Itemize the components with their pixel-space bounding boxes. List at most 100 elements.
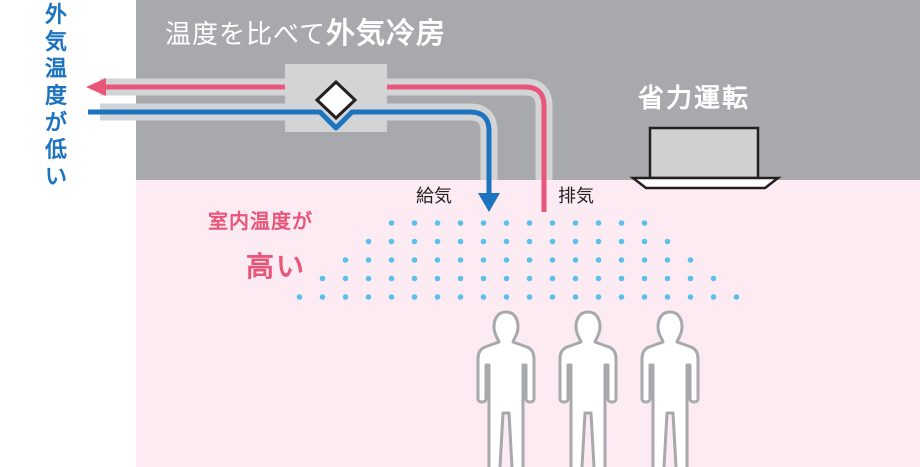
airflow-dot xyxy=(618,294,625,300)
airflow-dot xyxy=(595,238,602,245)
exhaust-label: 排気 xyxy=(558,186,594,207)
person-icon xyxy=(558,310,618,467)
heat-exchanger-icon xyxy=(285,64,387,132)
airflow-dot xyxy=(549,220,556,226)
airflow-dots-icon xyxy=(296,220,740,300)
airflow-dot xyxy=(365,275,372,282)
airflow-dot xyxy=(388,275,395,282)
airflow-dot xyxy=(411,220,418,226)
airflow-dot xyxy=(480,294,487,300)
airflow-dot xyxy=(480,220,487,226)
indoor-label-line2: 高い xyxy=(246,250,307,283)
airflow-dot xyxy=(319,294,326,300)
airflow-dot xyxy=(526,238,533,245)
airflow-dot xyxy=(595,294,602,300)
airflow-dot xyxy=(457,294,464,300)
airflow-dot xyxy=(526,220,533,226)
airflow-dot xyxy=(365,238,372,245)
airflow-dot xyxy=(411,275,418,282)
airflow-dot xyxy=(411,238,418,245)
person-icon xyxy=(476,310,536,467)
airflow-dot xyxy=(480,238,487,245)
airflow-dot xyxy=(319,275,326,282)
airflow-dot xyxy=(710,275,717,282)
ceiling-ac-unit-icon xyxy=(629,126,782,190)
airflow-dot xyxy=(549,294,556,300)
airflow-dot xyxy=(572,220,579,226)
airflow-dot xyxy=(664,275,671,282)
airflow-dot xyxy=(342,257,349,263)
airflow-dot xyxy=(618,257,625,263)
airflow-dot xyxy=(480,257,487,263)
airflow-dot xyxy=(641,220,648,226)
airflow-dot xyxy=(664,257,671,263)
airflow-dot xyxy=(434,257,441,263)
airflow-dot xyxy=(503,275,510,282)
airflow-dot xyxy=(618,220,625,226)
airflow-dot xyxy=(572,275,579,282)
airflow-dot xyxy=(503,238,510,245)
airflow-dot xyxy=(618,275,625,282)
airflow-dot xyxy=(595,257,602,263)
airflow-dot xyxy=(457,275,464,282)
airflow-dot xyxy=(434,238,441,245)
airflow-dot xyxy=(388,220,395,226)
airflow-dot xyxy=(457,220,464,226)
exhaust-arrow-head xyxy=(86,78,106,96)
airflow-dot xyxy=(526,294,533,300)
people-group xyxy=(476,310,700,467)
airflow-dot xyxy=(342,294,349,300)
airflow-dot xyxy=(388,257,395,263)
airflow-dot xyxy=(365,294,372,300)
title-lead: 温度を比べて xyxy=(165,20,326,50)
airflow-dot xyxy=(526,257,533,263)
airflow-dot xyxy=(595,275,602,282)
unit-label: 省力運転 xyxy=(638,84,751,114)
airflow-dot xyxy=(434,275,441,282)
supply-airflow-line xyxy=(88,109,492,195)
airflow-dot xyxy=(434,294,441,300)
room-space xyxy=(136,180,920,467)
airflow-dot xyxy=(365,257,372,263)
airflow-dot xyxy=(296,294,303,300)
airflow-dot xyxy=(549,238,556,245)
airflow-dot xyxy=(664,238,671,245)
airflow-dot xyxy=(641,275,648,282)
person-icon xyxy=(640,310,700,467)
airflow-dot xyxy=(572,238,579,245)
airflow-dot xyxy=(572,294,579,300)
airflow-dot xyxy=(687,257,694,263)
airflow-dot xyxy=(457,257,464,263)
airflow-dot xyxy=(526,275,533,282)
airflow-dot xyxy=(710,294,717,300)
airflow-dot xyxy=(595,220,602,226)
airflow-dot xyxy=(572,257,579,263)
airflow-dot xyxy=(664,294,671,300)
airflow-dot xyxy=(549,257,556,263)
airflow-dot xyxy=(733,294,740,300)
airflow-dot xyxy=(641,257,648,263)
airflow-dot xyxy=(641,238,648,245)
airflow-dot xyxy=(434,220,441,226)
airflow-dot xyxy=(411,294,418,300)
indoor-label-line1: 室内温度が xyxy=(208,209,313,233)
supply-arrow-head xyxy=(478,193,500,212)
airflow-dot xyxy=(457,238,464,245)
title-strong: 外気冷房 xyxy=(325,16,446,50)
outdoor-label: 外気温度が低い xyxy=(44,2,67,190)
airflow-dot xyxy=(641,294,648,300)
airflow-dot xyxy=(503,220,510,226)
airflow-dot xyxy=(687,294,694,300)
supply-label: 給気 xyxy=(416,186,452,207)
airflow-dot xyxy=(503,257,510,263)
airflow-dot xyxy=(549,275,556,282)
airflow-dot xyxy=(480,275,487,282)
airflow-dot xyxy=(411,257,418,263)
airflow-dot xyxy=(687,275,694,282)
airflow-dot xyxy=(618,238,625,245)
airflow-dot xyxy=(388,238,395,245)
airflow-dot xyxy=(342,275,349,282)
diagram-title: 温度を比べて外気冷房 xyxy=(165,16,446,50)
